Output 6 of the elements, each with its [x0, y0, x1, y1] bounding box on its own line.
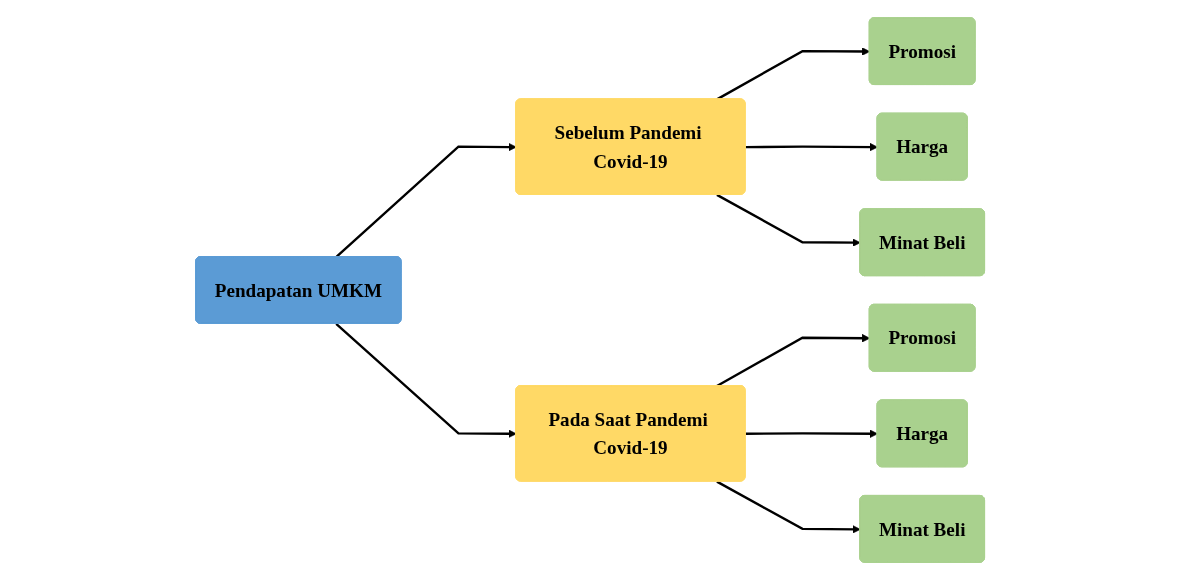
arrow — [716, 193, 861, 247]
arrow — [745, 142, 878, 152]
arrow — [335, 323, 517, 438]
arrow — [716, 480, 861, 534]
arrow — [745, 429, 878, 438]
arrow — [335, 142, 517, 258]
